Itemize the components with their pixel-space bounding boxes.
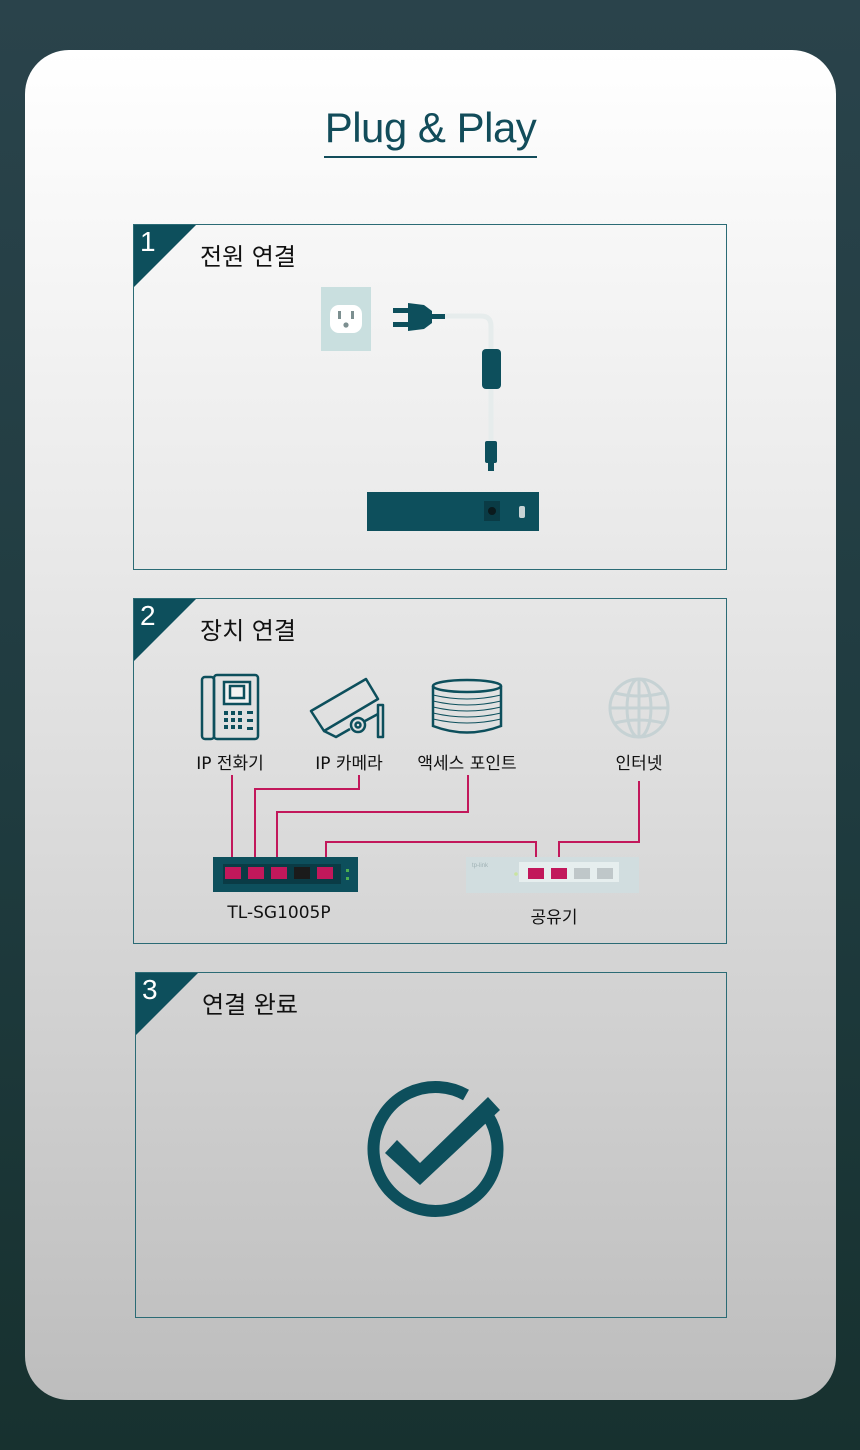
step-2-corner bbox=[134, 599, 196, 661]
ip-phone-label: IP 전화기 bbox=[196, 754, 264, 774]
step-1-corner bbox=[134, 225, 196, 287]
ip-camera-label: IP 카메라 bbox=[315, 754, 383, 774]
internet-globe-icon bbox=[608, 677, 670, 739]
step-3-number: 3 bbox=[142, 974, 158, 1005]
internet-label: 인터넷 bbox=[615, 754, 663, 774]
step-2-panel: 2 장치 연결 bbox=[133, 598, 727, 944]
plug-and-play-card: Plug & Play 1 전원 연결 bbox=[25, 50, 836, 1400]
step-1-number: 1 bbox=[140, 226, 156, 257]
checkmark-circle-icon bbox=[367, 1080, 504, 1217]
poe-switch-icon bbox=[213, 857, 358, 892]
step-1-panel: 1 전원 연결 bbox=[133, 224, 727, 570]
router-brand-text: tp-link bbox=[472, 863, 489, 869]
step-3-panel: 3 연결 완료 bbox=[135, 972, 727, 1318]
router-label: 공유기 bbox=[530, 908, 578, 928]
power-adapter-icon bbox=[482, 349, 501, 389]
step-2-label: 장치 연결 bbox=[200, 617, 296, 645]
ip-camera-icon bbox=[309, 677, 385, 739]
router-icon: tp-link bbox=[466, 857, 639, 893]
devices-illustration: tp-link bbox=[200, 673, 670, 893]
step-1-label: 전원 연결 bbox=[200, 243, 296, 271]
access-point-icon bbox=[431, 678, 503, 734]
step-3-corner bbox=[136, 973, 198, 1035]
power-plug-icon bbox=[393, 303, 445, 331]
step-2-number: 2 bbox=[140, 600, 156, 631]
switch-model-label: TL-SG1005P bbox=[227, 903, 331, 923]
page-title-text: Plug & Play bbox=[323, 102, 538, 158]
ip-phone-keypad bbox=[224, 711, 253, 730]
step-3-label: 연결 완료 bbox=[202, 991, 298, 1019]
network-cables bbox=[231, 775, 640, 863]
wall-outlet-icon bbox=[321, 287, 371, 351]
ip-phone-icon bbox=[200, 673, 260, 741]
page-title: Plug & Play bbox=[25, 102, 836, 158]
complete-illustration bbox=[367, 1080, 504, 1217]
power-illustration bbox=[321, 287, 539, 531]
switch-rear-icon bbox=[367, 492, 539, 531]
access-point-label: 액세스 포인트 bbox=[417, 754, 517, 774]
